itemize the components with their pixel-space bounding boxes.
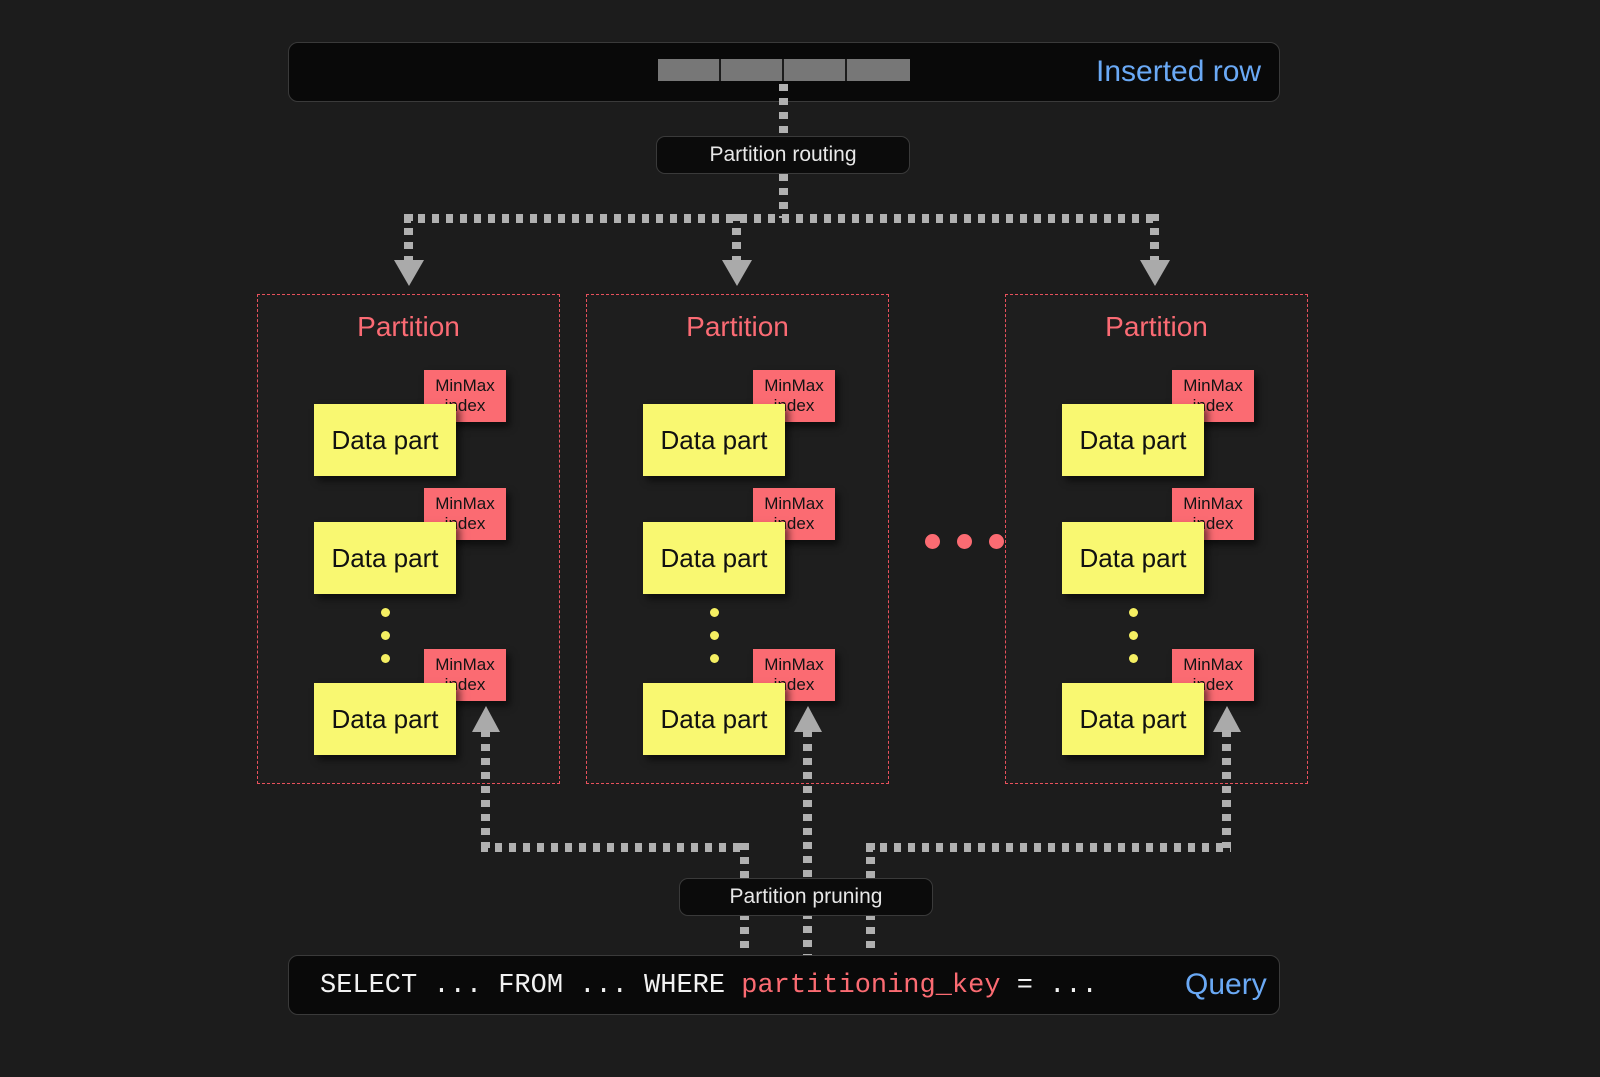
inserted-row-cells	[658, 59, 910, 81]
partition-pruning-box: Partition pruning	[679, 878, 933, 916]
arrow-into-partition-3-pruning	[1213, 706, 1241, 732]
data-part-2-3: Data part	[643, 683, 785, 755]
minmax-index-text: MinMax index	[764, 494, 824, 534]
ellipsis-dot	[1129, 608, 1138, 617]
data-part-1-1: Data part	[314, 404, 456, 476]
arrow-into-partition-1-pruning	[472, 706, 500, 732]
data-part-1-3: Data part	[314, 683, 456, 755]
partition-routing-label: Partition routing	[709, 143, 857, 166]
ellipsis-dot	[989, 534, 1004, 549]
query-bar	[288, 955, 1280, 1015]
partition-title: Partition	[1105, 311, 1208, 342]
row-cell	[721, 59, 784, 81]
minmax-line-1: MinMax	[1183, 375, 1243, 395]
row-cell	[658, 59, 721, 81]
ellipsis-dot	[381, 608, 390, 617]
minmax-line-1: MinMax	[1183, 654, 1243, 674]
connector-pruning-leg-3	[1222, 730, 1231, 848]
partitions-ellipsis	[925, 534, 1004, 549]
connector-fanout-leg-3	[1150, 214, 1159, 266]
ellipsis-dot	[1129, 631, 1138, 640]
ellipsis-dot	[381, 654, 390, 663]
ellipsis-dot	[925, 534, 940, 549]
minmax-index-1-2: MinMax index	[424, 488, 506, 540]
query-sql-text: SELECT ... FROM ... WHERE partitioning_k…	[320, 971, 1098, 1001]
partition-pruning-label: Partition pruning	[729, 885, 883, 908]
partition-routing-box: Partition routing	[656, 136, 910, 174]
minmax-line-1: MinMax	[764, 375, 824, 395]
minmax-index-3-2: MinMax index	[1172, 488, 1254, 540]
data-part-3-1: Data part	[1062, 404, 1204, 476]
data-part-3-2: Data part	[1062, 522, 1204, 594]
minmax-line-1: MinMax	[435, 654, 495, 674]
connector-fanout-leg-1	[404, 214, 413, 266]
arrow-into-partition-3	[1140, 260, 1170, 286]
connector-fanout-bus	[404, 214, 1159, 223]
data-part-2-1: Data part	[643, 404, 785, 476]
minmax-index-text: MinMax index	[1183, 494, 1243, 534]
minmax-line-1: MinMax	[1183, 493, 1243, 513]
ellipsis-dot	[957, 534, 972, 549]
minmax-index-1-3: MinMax index	[424, 649, 506, 701]
connector-pruning-bus-right	[866, 843, 1231, 852]
connector-pruning-leg-2	[803, 730, 812, 963]
minmax-line-1: MinMax	[435, 493, 495, 513]
row-cell	[847, 59, 910, 81]
connector-routing-trunk	[779, 174, 788, 218]
minmax-line-1: MinMax	[435, 375, 495, 395]
inserted-row-label: Inserted row	[1096, 55, 1262, 88]
minmax-line-1: MinMax	[764, 654, 824, 674]
partition-3: Partition	[1005, 294, 1308, 784]
data-part-2-2: Data part	[643, 522, 785, 594]
query-label: Query	[1185, 968, 1267, 1001]
connector-fanout-leg-2	[732, 214, 741, 266]
sql-partitioning-key: partitioning_key	[741, 971, 1001, 1001]
ellipsis-dot	[710, 608, 719, 617]
connector-pruning-bus-left	[481, 843, 747, 852]
data-part-1-2: Data part	[314, 522, 456, 594]
arrow-into-partition-1	[394, 260, 424, 286]
ellipsis-dot	[710, 654, 719, 663]
ellipsis-dot	[381, 631, 390, 640]
partition-3-ellipsis	[1129, 608, 1138, 677]
sql-prefix: SELECT ... FROM ... WHERE	[320, 971, 742, 1001]
minmax-index-1-1: MinMax index	[424, 370, 506, 422]
partition-title: Partition	[686, 311, 789, 342]
row-cell	[784, 59, 847, 81]
arrow-into-partition-2-pruning	[794, 706, 822, 732]
sql-suffix: = ...	[1000, 971, 1098, 1001]
arrow-into-partition-2	[722, 260, 752, 286]
data-part-3-3: Data part	[1062, 683, 1204, 755]
partition-1-ellipsis	[381, 608, 390, 677]
partition-1: Partition	[257, 294, 560, 784]
partition-2-ellipsis	[710, 608, 719, 677]
ellipsis-dot	[1129, 654, 1138, 663]
minmax-line-1: MinMax	[764, 493, 824, 513]
ellipsis-dot	[710, 631, 719, 640]
partition-title: Partition	[357, 311, 460, 342]
connector-row-to-routing	[779, 84, 788, 136]
connector-pruning-leg-1	[481, 730, 490, 848]
partition-2: Partition	[586, 294, 889, 784]
